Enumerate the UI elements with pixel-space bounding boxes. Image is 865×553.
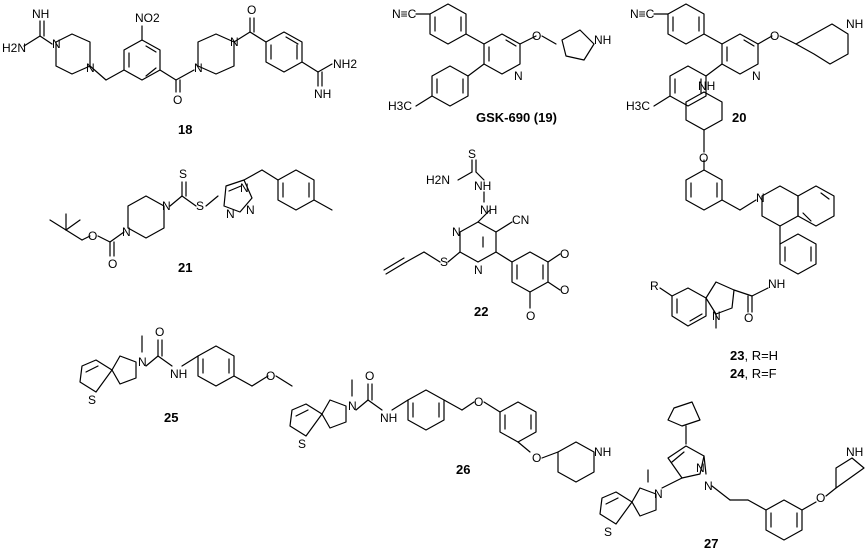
compound-23-nh-label: NH: [698, 79, 715, 93]
compound-19-o-label: O: [532, 29, 541, 43]
compound-19-cn-label: N≡C: [392, 7, 417, 21]
compound-22-cn-label: CN: [512, 213, 529, 227]
compound-25-o2-label: O: [266, 369, 275, 383]
compound-21-caption: 21: [178, 260, 192, 275]
compound-20-skeleton: [653, 3, 849, 107]
compound-20-h3c-label: H3C: [626, 99, 650, 113]
compound-19: N≡C O NH N H3C GSK-690 (19): [388, 3, 611, 125]
compound-25-skeleton: [79, 335, 293, 393]
compound-20: N≡C O NH N H3C 20: [626, 3, 863, 125]
compound-20-o-label: O: [770, 29, 779, 43]
compound-26-o3-label: O: [532, 451, 541, 465]
compound-26-caption: 26: [456, 462, 470, 477]
compound-22-h2n-label: H2N: [426, 173, 450, 187]
compound-21-tz-n2-label: N: [246, 203, 255, 217]
compound-22-nh2-label: NH: [480, 203, 497, 217]
compound-18-caption: 18: [178, 122, 192, 137]
compound-27-caption: 27: [704, 536, 718, 551]
compound-20-caption: 20: [732, 110, 746, 125]
compound-21-o2-label: O: [108, 257, 117, 271]
compound-26-nh-label: NH: [380, 411, 397, 425]
compound-18-o2-label: O: [247, 3, 256, 17]
compound-18-h2n-label: H2N: [2, 41, 26, 55]
compound-20-pyridine-n-label: N: [752, 69, 761, 83]
compound-25: N S O NH O 25: [79, 325, 293, 425]
compound-21-tz-n1-label: N: [240, 181, 249, 195]
compound-18-n3-label: N: [194, 61, 203, 75]
compound-25-caption: 25: [164, 410, 178, 425]
compound-22-skeleton: [383, 159, 561, 309]
compound-22-nh1-label: NH: [474, 179, 491, 193]
compound-26-n-label: N: [348, 399, 357, 413]
compound-19-h3c-label: H3C: [388, 99, 412, 113]
compound-23-caption: 23: [730, 348, 744, 363]
compound-22-o3-label: O: [526, 309, 535, 323]
compound-25-o1-label: O: [155, 325, 164, 339]
compound-21-tz-n3-label: N: [226, 207, 235, 221]
compound-27-skeleton: [599, 401, 865, 541]
compound-27-n-label: N: [654, 487, 663, 501]
compound-22-s-label: S: [468, 147, 476, 161]
compound-18-nh-label: NH: [32, 7, 49, 21]
compound-26-nh2-label: NH: [594, 445, 611, 459]
compound-23-n1-label: N: [756, 191, 765, 205]
compound-25-n-label: N: [138, 355, 147, 369]
compound-22-o2-label: O: [560, 283, 569, 297]
compound-18-o1-label: O: [173, 93, 182, 107]
compound-18-nh-label-2: NH: [314, 87, 331, 101]
compound-23-o2-label: O: [744, 311, 753, 325]
compound-27-nh-label: NH: [846, 445, 863, 459]
compound-27-im-n2-label: N: [704, 479, 713, 493]
compound-25-s-label: S: [88, 393, 96, 407]
compound-20-nh-label: NH: [846, 17, 863, 31]
compound-23-caption-suffix: , R=H: [744, 348, 778, 363]
compound-27-im-n1-label: N: [696, 461, 705, 475]
compound-23-r-label: R: [650, 279, 659, 293]
compound-18-n2-label: N: [86, 61, 95, 75]
compound-24-caption-suffix: , R=F: [744, 366, 776, 381]
compound-23-nh2-label: NH: [768, 277, 785, 291]
compound-21-o1-label: O: [88, 229, 97, 243]
compound-22-caption: 22: [474, 304, 488, 319]
compound-22-o1-label: O: [560, 247, 569, 261]
compound-26-o2-label: O: [474, 395, 483, 409]
compound-19-caption: GSK-690 (19): [476, 110, 557, 125]
compound-19-skeleton: [415, 3, 595, 107]
compound-18: NH H2N N N NO2 O N N O NH NH2 18: [2, 3, 357, 137]
compound-18-skeleton: [23, 17, 333, 93]
compound-19-nh-label: NH: [594, 33, 611, 47]
compound-23-24: NH O N NH O N R 23, R=H 24, R=F: [650, 79, 835, 381]
compound-18-n4-label: N: [230, 35, 239, 49]
compound-22-pyr-n2-label: N: [474, 263, 483, 277]
compound-19-pyridine-n-label: N: [514, 69, 523, 83]
compound-22: H2N S NH NH CN N N S O O O 22: [383, 147, 569, 323]
compound-18-nitro-label: NO2: [135, 11, 160, 25]
compound-21-s1-label: S: [179, 167, 187, 181]
compound-21-skeleton: [49, 169, 333, 257]
compound-27: N N N S O NH 27: [599, 401, 865, 551]
compound-18-n1-label: N: [52, 37, 61, 51]
compound-21-s2-label: S: [196, 199, 204, 213]
compound-21-n1-label: N: [122, 225, 131, 239]
compound-24-caption-line: 24, R=F: [730, 366, 777, 381]
compound-18-nh2-label: NH2: [333, 57, 357, 71]
compound-26-o1-label: O: [365, 369, 374, 383]
compound-27-o-label: O: [816, 491, 825, 505]
compound-23-caption-line: 23, R=H: [730, 348, 778, 363]
compound-23-n2-label: N: [712, 309, 721, 323]
compound-26: N S O NH O O NH 26: [289, 369, 611, 483]
compound-24-caption: 24: [730, 366, 745, 381]
compound-22-s2-label: S: [440, 255, 448, 269]
compound-23-24-skeleton: [659, 91, 835, 329]
compound-26-skeleton: [289, 379, 595, 483]
compound-22-pyr-n1-label: N: [452, 225, 461, 239]
compound-20-cn-label: N≡C: [630, 7, 655, 21]
compound-21-n2-label: N: [162, 199, 171, 213]
compound-21: O O N N S S N N N 21: [49, 167, 333, 275]
compound-25-nh-label: NH: [170, 367, 187, 381]
compound-23-o1-label: O: [699, 151, 708, 165]
compound-26-s-label: S: [298, 437, 306, 451]
compound-27-s-label: S: [604, 525, 612, 539]
